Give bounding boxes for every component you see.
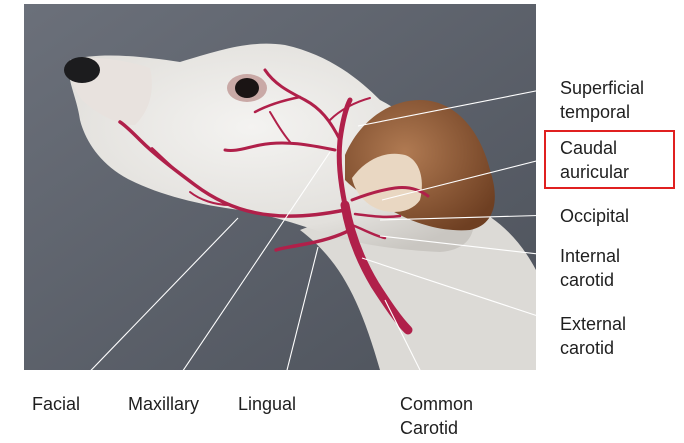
- label-superficial-temporal-line2: temporal: [560, 100, 644, 124]
- label-caudal-auricular-line2: auricular: [560, 160, 629, 184]
- label-occipital-line1: Occipital: [560, 204, 629, 228]
- label-common-carotid-line1: Common: [400, 392, 473, 416]
- label-common-carotid: Common Carotid: [400, 392, 473, 440]
- label-occipital: Occipital: [560, 204, 629, 228]
- label-superficial-temporal: Superficial temporal: [560, 76, 644, 124]
- label-facial-line1: Facial: [32, 392, 80, 416]
- label-common-carotid-line2: Carotid: [400, 416, 473, 440]
- label-lingual: Lingual: [238, 392, 296, 416]
- label-external-carotid-line2: carotid: [560, 336, 626, 360]
- label-internal-carotid: Internal carotid: [560, 244, 620, 292]
- label-external-carotid: External carotid: [560, 312, 626, 360]
- label-superficial-temporal-line1: Superficial: [560, 76, 644, 100]
- label-internal-carotid-line2: carotid: [560, 268, 620, 292]
- label-lingual-line1: Lingual: [238, 392, 296, 416]
- label-caudal-auricular: Caudal auricular: [560, 136, 629, 184]
- label-caudal-auricular-line1: Caudal: [560, 136, 629, 160]
- label-facial: Facial: [32, 392, 80, 416]
- dog-eye: [235, 78, 259, 98]
- label-internal-carotid-line1: Internal: [560, 244, 620, 268]
- label-maxillary: Maxillary: [128, 392, 199, 416]
- dog-nose: [64, 57, 100, 83]
- label-maxillary-line1: Maxillary: [128, 392, 199, 416]
- label-external-carotid-line1: External: [560, 312, 626, 336]
